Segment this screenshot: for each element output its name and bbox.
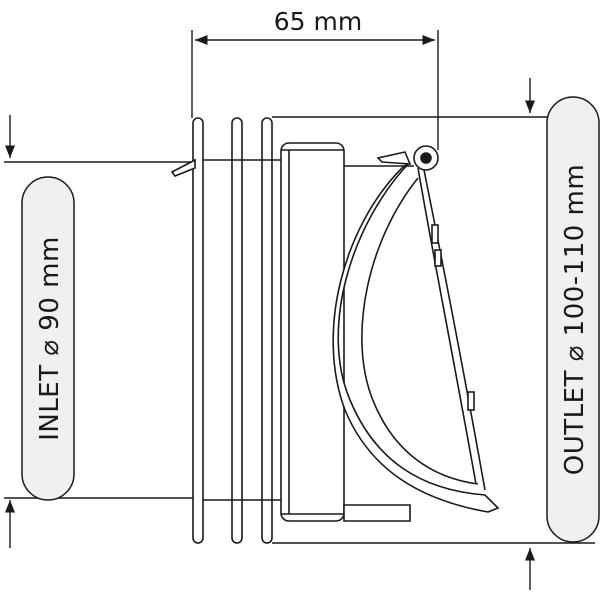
seal-ring-3 xyxy=(261,117,273,544)
outlet-label: OUTLET ⌀ 100-110 mm xyxy=(560,164,590,475)
hinge-arm xyxy=(376,151,412,165)
hinge-center xyxy=(420,152,432,164)
flap-rear-edge xyxy=(423,169,486,491)
flap-rib-3 xyxy=(467,391,475,411)
body-foot xyxy=(343,504,411,522)
inlet-tab xyxy=(170,158,196,177)
outlet-label-pill xyxy=(546,96,600,543)
width-dimension-label: 65 mm xyxy=(274,7,362,36)
inlet-label-pill xyxy=(21,176,75,501)
flap-rib-2 xyxy=(434,249,442,267)
flap-inner-edge xyxy=(361,177,479,485)
barrel-lips xyxy=(281,149,344,515)
outlet-dimension xyxy=(272,78,595,590)
hinge-pin xyxy=(413,145,439,171)
valve-flap xyxy=(332,151,500,513)
inner-barrel xyxy=(280,142,345,522)
width-dimension xyxy=(191,30,439,150)
inlet-label: INLET ⌀ 90 mm xyxy=(35,236,65,441)
flap-rib-1 xyxy=(431,224,439,244)
flap-rear-edge-inner xyxy=(417,167,477,485)
flap-outer xyxy=(332,161,500,513)
seal-ring-2 xyxy=(231,117,243,544)
inlet-dimension xyxy=(4,115,195,548)
valve-body xyxy=(170,117,414,544)
seal-ring-1 xyxy=(192,117,204,544)
